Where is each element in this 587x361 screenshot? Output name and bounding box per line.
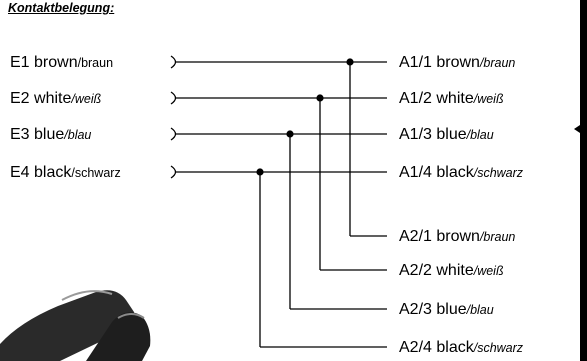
output-label-a1-3: A1/3 blue/blau xyxy=(399,126,494,143)
output-label-a2-3: A2/3 blue/blau xyxy=(399,301,494,318)
input-label-e3: E3 blue/blau xyxy=(10,126,92,143)
junction-e2 xyxy=(316,94,324,102)
diagram-title: Kontaktbelegung: xyxy=(8,1,115,15)
output-label-a1-1: A1/1 brown/braun xyxy=(399,54,516,71)
output-label-a2-2: A2/2 white/weiß xyxy=(399,262,504,279)
junction-e1 xyxy=(346,58,354,66)
socket-e3 xyxy=(170,127,177,141)
output-label-a1-4: A1/4 black/schwarz xyxy=(399,164,524,181)
socket-e4 xyxy=(170,165,177,179)
input-label-e2: E2 white/weiß xyxy=(10,90,102,107)
socket-e2 xyxy=(170,91,177,105)
connector-graphic xyxy=(0,290,151,361)
output-label-a2-1: A2/1 brown/braun xyxy=(399,228,516,245)
socket-e1 xyxy=(170,55,177,69)
junction-e3 xyxy=(286,130,294,138)
output-label-a2-4: A2/4 black/schwarz xyxy=(399,339,524,356)
input-label-e1: E1 brown/braun xyxy=(10,54,114,71)
right-edge-bar xyxy=(580,0,587,361)
pointer-arrow-icon xyxy=(574,125,580,133)
output-label-a1-2: A1/2 white/weiß xyxy=(399,90,504,107)
input-label-e4: E4 black/schwarz xyxy=(10,164,121,181)
junction-e4 xyxy=(256,168,264,176)
